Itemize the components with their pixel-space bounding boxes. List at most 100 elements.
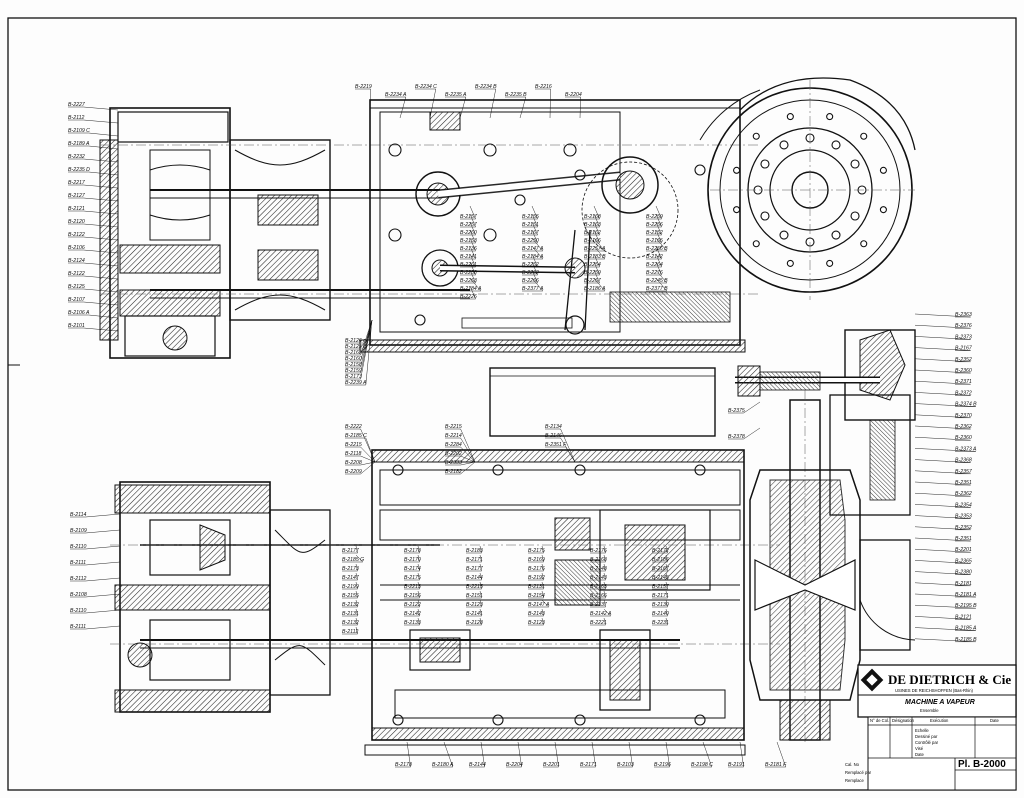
leader-line: [460, 446, 476, 463]
part-label-right: B-2362: [955, 424, 972, 430]
leader-line: [603, 581, 606, 590]
leader-line: [541, 599, 549, 608]
leader-line: [88, 171, 119, 176]
leader-line: [360, 319, 373, 380]
leader-line: [83, 223, 119, 228]
part-label-lower: B-2157: [652, 584, 670, 590]
leader-line: [655, 205, 662, 220]
leader-line: [743, 427, 761, 440]
part-label-lower: B-2173: [342, 566, 359, 572]
leader-line: [360, 428, 376, 463]
part-label-lower: B-2141: [466, 611, 483, 617]
leader-line: [459, 96, 467, 119]
leader-line: [83, 327, 119, 332]
leader-line: [360, 319, 373, 362]
part-label-lower: B-2163: [590, 584, 607, 590]
leader-line: [914, 380, 971, 385]
part-label-upper: B-2186 A: [584, 286, 606, 292]
part-label-lower: B-2147: [342, 575, 360, 581]
part-label-lower: B-2209: [345, 469, 362, 475]
part-label-upper: B-2158: [345, 362, 362, 368]
leader-line: [88, 314, 119, 319]
part-label-right: B-2365: [955, 558, 972, 564]
part-label-lower: B-2145: [652, 575, 669, 581]
title-block: DE DIETRICH & Cie USINES DE REICHSHOFFEN…: [845, 664, 1017, 791]
part-label-upper: B-2234 A: [385, 92, 407, 98]
part-label-lower: B-2142 A: [590, 611, 612, 617]
part-label-lower: B-2176: [528, 566, 545, 572]
part-label-lower: B-2178: [395, 762, 412, 768]
leader-line: [665, 581, 668, 590]
part-label-lower: B-2110: [70, 608, 86, 614]
part-label-lower: B-2199: [342, 584, 359, 590]
leader-line: [531, 237, 543, 252]
part-label-lower: B-2143: [590, 575, 607, 581]
flywheel-bolt: [850, 159, 860, 169]
part-label-upper: B-2232: [68, 154, 85, 160]
leader-line: [83, 275, 119, 280]
leader-line: [914, 537, 971, 542]
part-label-upper: B-2160: [345, 356, 362, 362]
col-header-1: N° de Col.: [870, 718, 889, 723]
part-label-lower: B-2171: [652, 593, 669, 599]
part-label-lower: B-2175: [528, 548, 545, 554]
leader-line: [517, 741, 522, 768]
leader-line: [531, 253, 538, 268]
part-label-upper: B-2120: [68, 219, 85, 225]
part-label-lower: B-2133: [404, 620, 421, 626]
part-label-upper: B-2189 A: [68, 141, 90, 147]
part-label-right: B-2373 A: [955, 446, 977, 452]
leader-line: [531, 213, 538, 228]
leader-line: [593, 277, 605, 292]
part-label-right: B-2357: [955, 469, 973, 475]
flywheel-bolt: [760, 211, 770, 221]
part-label-right: B-2185 A: [955, 626, 977, 632]
part-label-lower: B-2174: [404, 566, 421, 572]
leader-line: [579, 96, 581, 119]
leader-line: [85, 577, 121, 582]
part-label-lower: B-2130: [652, 602, 669, 608]
leader-line: [665, 572, 668, 581]
part-label-lower: B-2183: [466, 548, 483, 554]
part-label-lower: B-2144: [466, 575, 483, 581]
part-label-right: B-2374 B: [955, 402, 977, 408]
part-label-lower: B-2196: [654, 762, 671, 768]
part-label-right: B-2371: [955, 379, 972, 385]
part-label-lower: B-2103: [617, 762, 634, 768]
plate-number: Pl. B-2000: [958, 759, 1006, 770]
leader-line: [541, 572, 544, 581]
part-label-right: B-2354: [955, 502, 972, 508]
part-label-lower: B-2185 C: [345, 433, 367, 439]
leader-line: [603, 554, 606, 563]
part-label-upper: B-2151: [522, 222, 539, 228]
part-label-upper: B-2254: [584, 262, 601, 268]
part-label-right: B-2181 A: [955, 592, 977, 598]
part-label-lower: B-2208: [345, 460, 362, 466]
part-label-lower: B-2176: [590, 548, 607, 554]
leader-line: [85, 545, 121, 550]
part-label-upper: B-2260: [460, 230, 477, 236]
leader-line: [914, 504, 971, 508]
part-label-upper: B-2226: [460, 294, 477, 300]
leader-line: [914, 347, 971, 351]
part-label-lower: B-2156: [404, 593, 421, 599]
part-label-lower: B-2191: [728, 762, 745, 768]
leader-line: [655, 213, 662, 228]
leader-line: [460, 455, 476, 463]
part-label-upper: B-2101: [68, 323, 85, 329]
drawing-title: MACHINE A VAPEUR: [905, 699, 975, 706]
part-label-upper: B-2168: [584, 214, 601, 220]
part-label-lower: B-2168: [590, 557, 607, 563]
part-label-lower: B-2171: [466, 557, 483, 563]
leader-line: [593, 221, 600, 236]
part-label-upper: B-2121: [68, 206, 85, 212]
part-label-lower: B-2146: [545, 433, 562, 439]
leader-line: [914, 336, 971, 340]
leader-line: [739, 741, 744, 768]
leader-line: [85, 625, 121, 630]
part-label-lower: B-2122: [404, 602, 421, 608]
flywheel-bolt: [779, 230, 789, 240]
leader-line: [914, 604, 976, 609]
part-label-right: B-2352: [955, 525, 972, 531]
